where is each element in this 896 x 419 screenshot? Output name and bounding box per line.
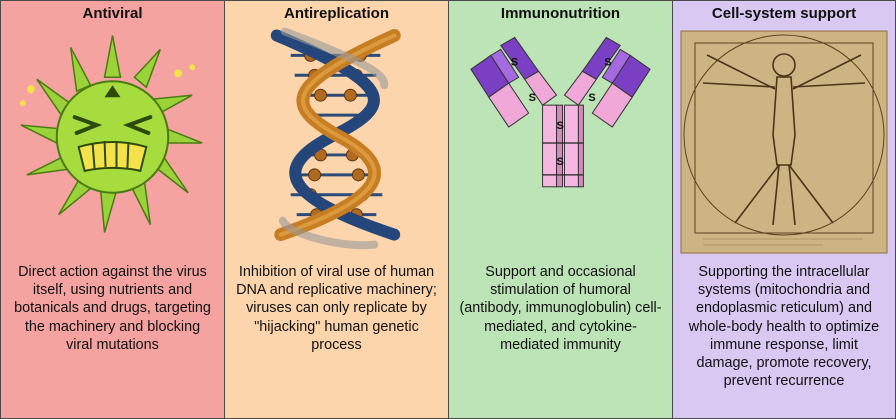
dna-double-helix-icon: [270, 27, 401, 250]
panel-description: Support and occasional stimulation of hu…: [459, 264, 662, 353]
antibody-icon: S S S S S S: [470, 36, 651, 188]
panel-title: Antireplication: [283, 5, 389, 22]
panel-title: Cell-system support: [711, 5, 857, 22]
panel-title: Antiviral: [82, 5, 143, 22]
disulfide-label: S: [511, 56, 518, 68]
panel-description: Supporting the intracellular systems (mi…: [688, 264, 880, 390]
disulfide-label: S: [588, 92, 595, 104]
panel-description: Inhibition of viral use of human DNA and…: [236, 264, 437, 353]
panel-cell-system-support: Cell-system support Supp: [673, 1, 895, 418]
panel-antiviral: Antiviral: [1, 1, 225, 418]
panel-title: Immunonutrition: [500, 5, 621, 22]
panel-antireplication: Antireplication: [225, 1, 449, 418]
panel-description: Direct action against the virus itself, …: [14, 264, 211, 353]
panel-immunonutrition: Immunonutrition: [449, 1, 673, 418]
disulfide-label: S: [557, 120, 564, 132]
disulfide-label: S: [529, 92, 536, 104]
angry-virus-icon: [19, 35, 203, 233]
disulfide-label: S: [604, 56, 611, 68]
vitruvian-man-icon: [680, 30, 888, 254]
disulfide-label: S: [557, 156, 564, 168]
